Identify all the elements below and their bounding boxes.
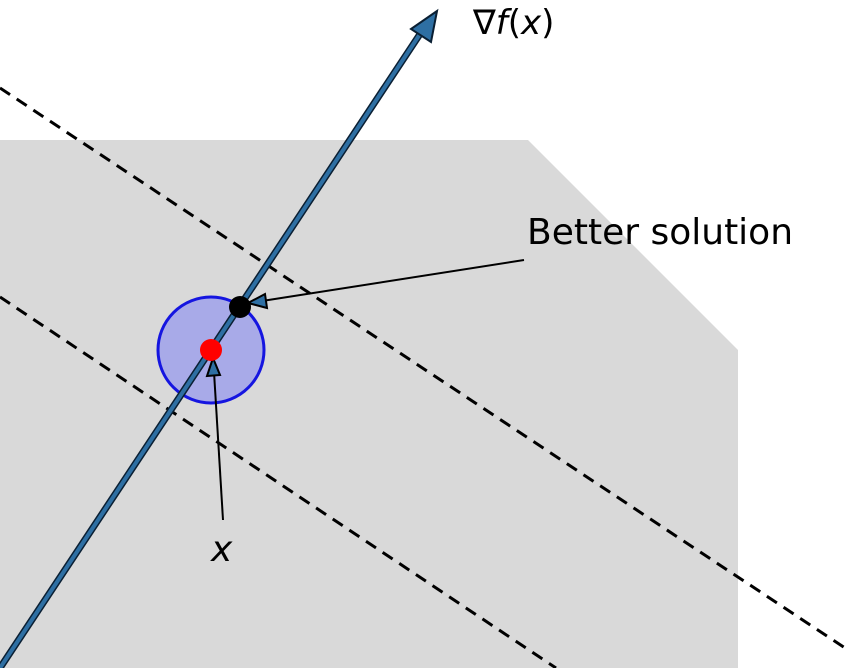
- gradient-x: x: [520, 3, 542, 43]
- gradient-open-paren: (: [508, 3, 521, 43]
- contour-line-upper: [0, 86, 845, 650]
- point-x-label: x: [210, 529, 233, 570]
- gradient-close-paren: ): [541, 3, 554, 43]
- gradient-nabla: ∇: [472, 3, 496, 43]
- feasible-region: [0, 140, 738, 668]
- triangle-arrowhead-icon: [245, 292, 269, 310]
- current-point-x: [200, 339, 222, 361]
- contour-line-lower: [0, 295, 557, 668]
- arrow-icon: [409, 8, 439, 44]
- better-solution-pointer: [261, 259, 525, 302]
- gradient-label: ∇f(x): [472, 3, 554, 43]
- triangle-arrowhead-icon: [205, 355, 222, 378]
- better-solution-label: Better solution: [527, 212, 793, 253]
- point-x-pointer: [213, 371, 224, 521]
- better-solution-point: [229, 296, 251, 318]
